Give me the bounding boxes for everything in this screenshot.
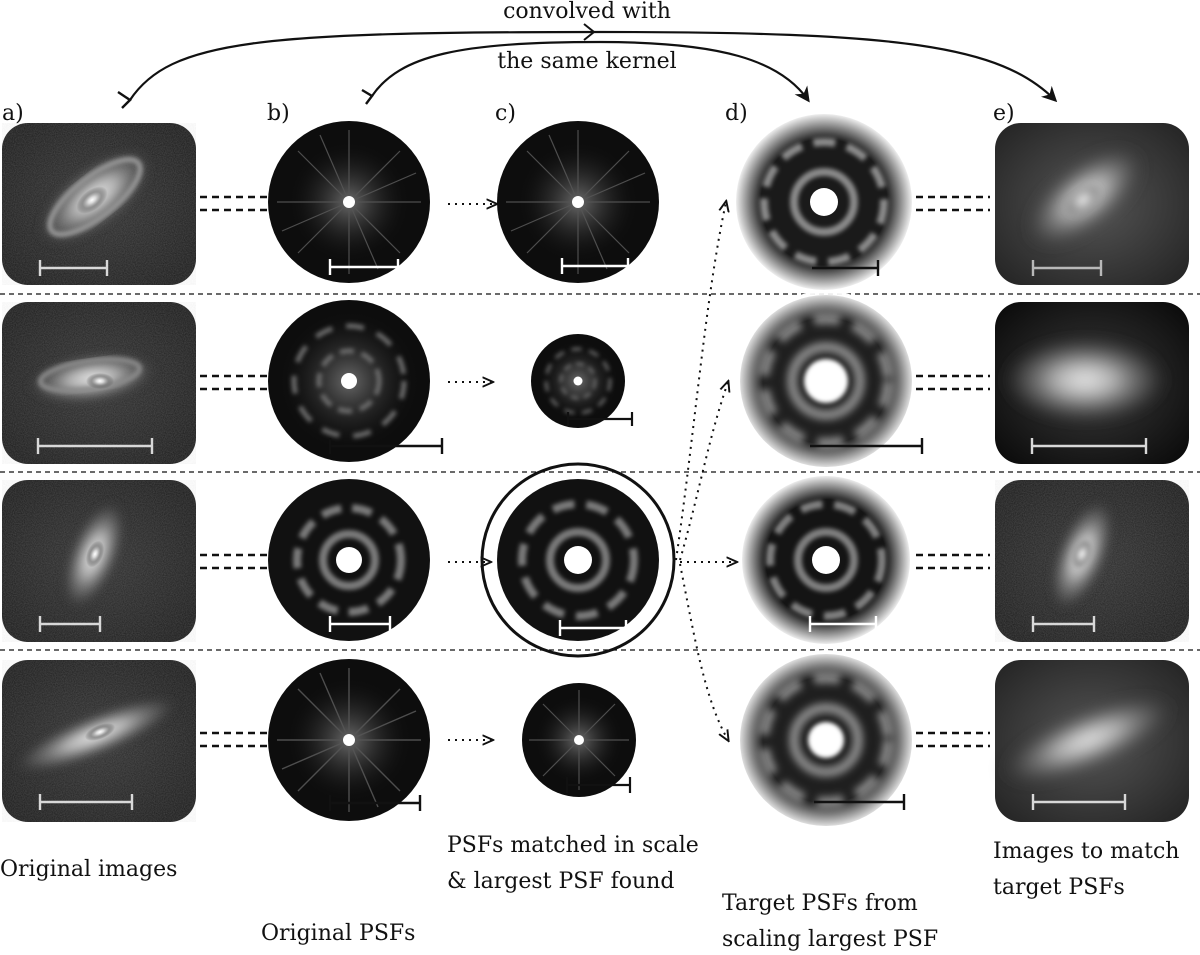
scalebar-a4 bbox=[38, 794, 134, 810]
caption-e-line1: Images to match bbox=[993, 839, 1179, 864]
scalebar-a2 bbox=[36, 438, 154, 454]
scalebar-b3 bbox=[328, 616, 392, 632]
psf-original-1 bbox=[268, 121, 430, 283]
branch-arrow-2 bbox=[679, 382, 728, 561]
panel-labels: a) b) c) d) e) bbox=[2, 101, 1015, 126]
scalebar-d2 bbox=[810, 438, 924, 454]
psf-matched-4 bbox=[522, 683, 636, 797]
top-annotation: convolved with the same kernel bbox=[117, 0, 1058, 109]
panel-label-e: e) bbox=[993, 101, 1015, 126]
psf-original-4 bbox=[268, 659, 430, 821]
scalebar-b4 bbox=[328, 795, 422, 811]
psf-target-1 bbox=[734, 112, 914, 292]
arrow-outer bbox=[129, 30, 1058, 103]
caption-c-line1: PSFs matched in scale bbox=[447, 833, 699, 858]
arrow-inner bbox=[371, 40, 810, 103]
scalebar-a3 bbox=[38, 616, 102, 632]
galaxy-convolved-3 bbox=[995, 480, 1189, 642]
galaxy-convolved-4 bbox=[995, 660, 1189, 822]
connector-ab-2 bbox=[200, 374, 268, 391]
scalebar-d1 bbox=[812, 260, 880, 276]
caption-d-line2: scaling largest PSF bbox=[722, 927, 938, 952]
scalebar-d4 bbox=[814, 794, 906, 810]
galaxy-convolved-2 bbox=[995, 302, 1189, 464]
row-3 bbox=[2, 202, 1189, 740]
psf-original-2 bbox=[268, 300, 430, 462]
scalebar-e1 bbox=[1031, 260, 1103, 276]
galaxy-image-1 bbox=[2, 123, 196, 285]
psf-matched-1 bbox=[497, 121, 659, 283]
scalebar-c1 bbox=[560, 258, 630, 274]
caption-b: Original PSFs bbox=[261, 921, 415, 946]
branch-arrow-1 bbox=[675, 202, 726, 561]
scalebar-b2 bbox=[328, 438, 444, 454]
connector-de-3 bbox=[916, 553, 990, 570]
galaxy-image-3 bbox=[2, 480, 196, 642]
connector-de-4 bbox=[916, 731, 990, 748]
caption-a: Original images bbox=[0, 857, 177, 882]
psf-target-2 bbox=[736, 291, 916, 471]
panel-label-d: d) bbox=[725, 101, 748, 126]
tail-tick-inner bbox=[361, 88, 374, 105]
connector-ab-1 bbox=[200, 195, 268, 212]
caption-e-line2: target PSFs bbox=[993, 875, 1125, 900]
caption-d-line1: Target PSFs from bbox=[722, 891, 918, 916]
captions: Original images Original PSFs PSFs match… bbox=[0, 833, 1179, 952]
panel-label-c: c) bbox=[495, 101, 516, 126]
row-1 bbox=[2, 112, 1189, 292]
annotation-line1: convolved with bbox=[503, 0, 671, 24]
scalebar-c3 bbox=[558, 620, 628, 636]
galaxy-image-2 bbox=[2, 302, 196, 464]
psf-original-3 bbox=[268, 479, 430, 641]
scalebar-c2 bbox=[566, 412, 634, 426]
row-4 bbox=[2, 650, 1189, 830]
galaxy-image-4 bbox=[2, 660, 196, 822]
panel-label-a: a) bbox=[2, 101, 24, 126]
scalebar-c4 bbox=[565, 777, 632, 793]
scalebar-e3 bbox=[1031, 616, 1096, 632]
annotation-line2: the same kernel bbox=[497, 49, 676, 74]
connector-ab-3 bbox=[200, 553, 268, 570]
scalebar-d3 bbox=[808, 616, 878, 632]
scalebar-e2 bbox=[1030, 438, 1148, 454]
row-separators bbox=[0, 293, 1200, 651]
psf-matched-2 bbox=[531, 334, 625, 428]
psf-target-3 bbox=[740, 474, 912, 646]
largest-psf-highlight bbox=[480, 462, 676, 658]
row-2 bbox=[2, 291, 1189, 471]
branch-arrows bbox=[675, 202, 736, 740]
panel-label-b: b) bbox=[267, 101, 290, 126]
branch-arrow-4 bbox=[679, 563, 728, 740]
tail-tick-outer bbox=[117, 91, 132, 109]
psf-target-4 bbox=[736, 650, 916, 830]
psf-matched-3-largest bbox=[480, 462, 676, 658]
connector-de-2 bbox=[916, 374, 990, 391]
connector-ab-4 bbox=[200, 731, 268, 748]
connector-de-1 bbox=[916, 195, 990, 212]
mid-chevron-1 bbox=[583, 23, 596, 41]
galaxy-convolved-1 bbox=[995, 123, 1189, 285]
scalebar-b1 bbox=[328, 259, 400, 275]
scalebar-e4 bbox=[1031, 794, 1127, 810]
scalebar-a1 bbox=[38, 260, 109, 276]
caption-c-line2: & largest PSF found bbox=[447, 869, 674, 894]
